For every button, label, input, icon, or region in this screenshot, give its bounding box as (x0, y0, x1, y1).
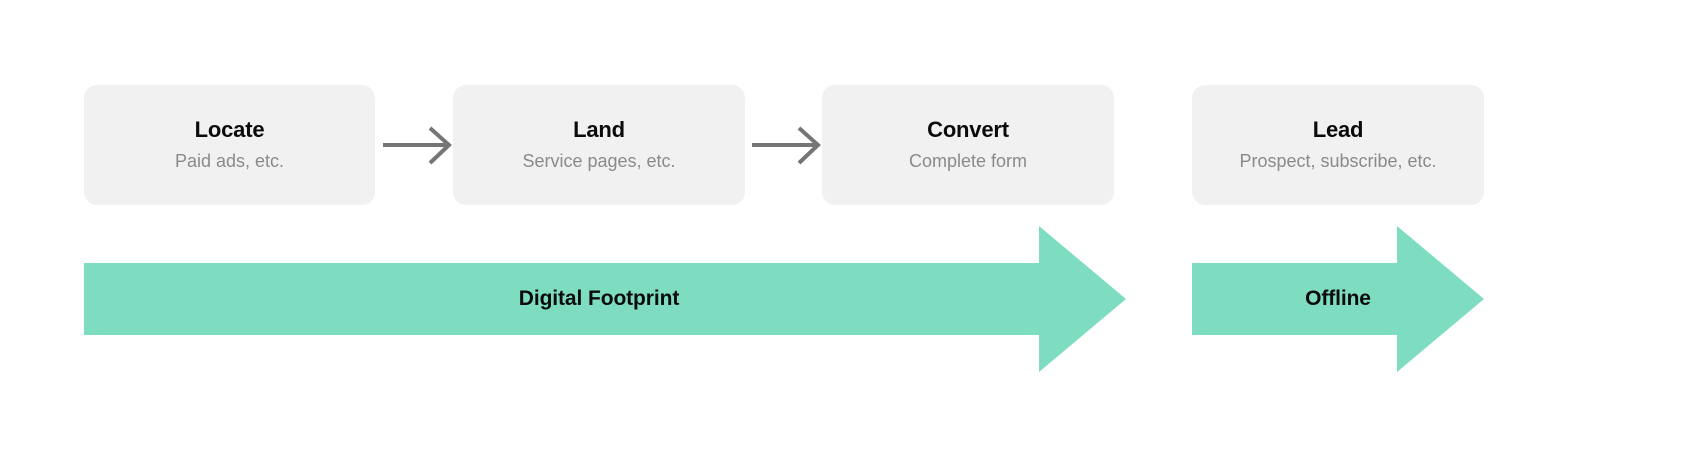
stage-subtitle-convert: Complete form (908, 151, 1028, 172)
stage-box-convert: Convert Complete form (822, 85, 1114, 205)
arrow-right-icon (752, 126, 821, 165)
stage-box-lead: Lead Prospect, subscribe, etc. (1192, 85, 1484, 205)
stage-box-locate: Locate Paid ads, etc. (84, 85, 375, 205)
flow-arrow-offline (1192, 226, 1484, 372)
arrow-right-icon (383, 126, 452, 165)
stage-box-land: Land Service pages, etc. (453, 85, 745, 205)
stage-subtitle-lead: Prospect, subscribe, etc. (1239, 151, 1437, 172)
stage-subtitle-locate: Paid ads, etc. (174, 151, 285, 172)
stage-title-locate: Locate (194, 117, 265, 142)
stage-subtitle-land: Service pages, etc. (522, 151, 676, 172)
flow-arrow-digital-footprint (84, 226, 1126, 372)
stage-title-lead: Lead (1312, 117, 1364, 142)
stage-title-convert: Convert (927, 117, 1009, 142)
stage-title-land: Land (573, 117, 625, 142)
